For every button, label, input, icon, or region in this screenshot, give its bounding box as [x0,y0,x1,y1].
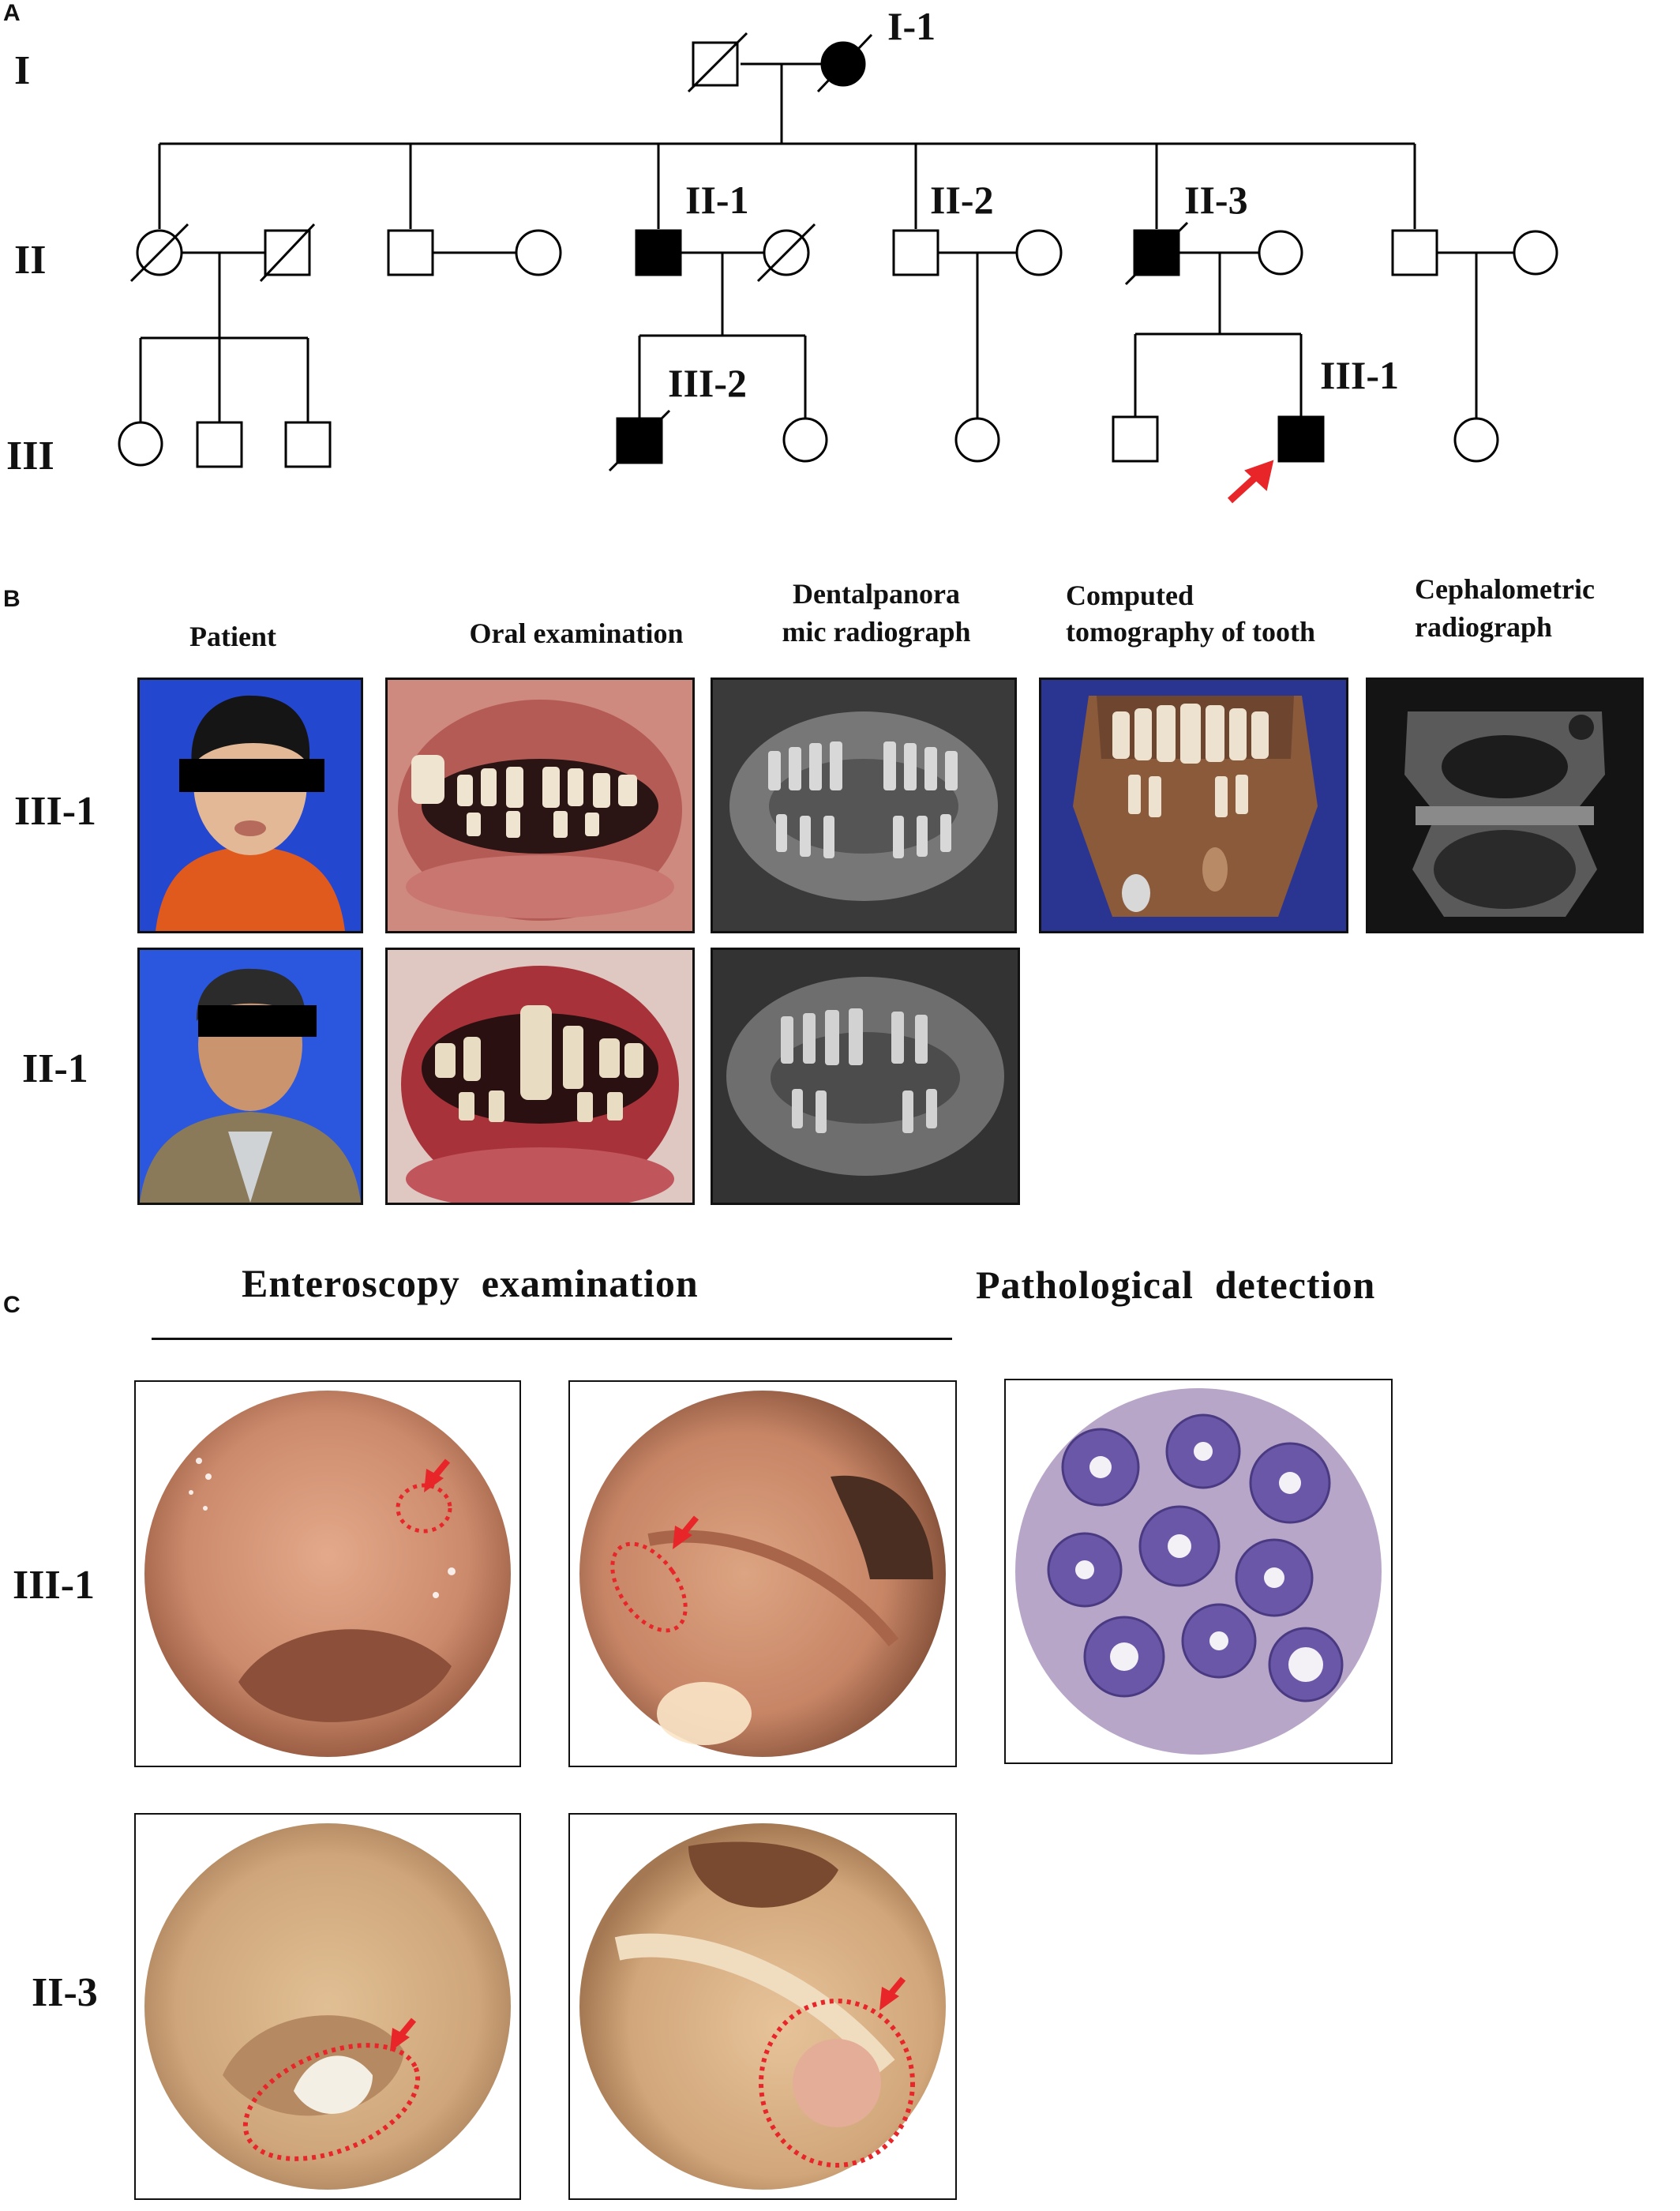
individual-ii3 [1124,221,1189,286]
pedigree-label-iii1: III-1 [1320,353,1400,397]
generation-label-iii: III [6,434,54,479]
generation-label-i: I [14,48,31,93]
pedigree-label-iii2: III-2 [668,361,748,405]
endoscopy-row-label-ii3: II-3 [32,1970,98,2015]
cephalometric-radiograph-iii1 [1366,678,1644,933]
pathology-histology-image [1004,1379,1393,1764]
column-header-ct-2: tomography of tooth [1066,616,1315,648]
individual-i-father [687,32,748,93]
panoramic-radiograph-ii1 [711,948,1020,1205]
panel-a-letter: A [3,0,21,26]
individual-ii-spouse-3 [1513,230,1558,276]
individual-ii2-spouse [1015,229,1063,276]
individual-ii-brother-2 [1391,229,1438,276]
individual-ii-brother-1 [387,229,434,276]
enteroscopy-title: Enteroscopy examination [242,1261,699,1305]
individual-i1-mother [816,33,873,93]
oral-photo-iii1 [385,678,695,933]
individual-iii-child-2 [196,421,243,468]
individual-ii2 [892,229,939,276]
enteroscopy-underline [152,1338,952,1340]
individual-ii-spouse-1 [259,223,316,283]
pedigree-label-ii3: II-3 [1184,178,1248,222]
individual-ii1-spouse [756,223,816,283]
enteroscopy-image-ii3-1 [134,1813,521,2200]
patient-photo-ii1 [137,948,363,1205]
generation-label-ii: II [14,238,47,283]
panel-b-letter: B [3,586,21,612]
pedigree-label-ii1: II-1 [685,178,749,222]
pedigree-label-i1: I-1 [887,4,936,48]
individual-ii-spouse-2 [515,229,562,276]
individual-iii-child-5 [1112,415,1159,463]
individual-ii-sister-1 [129,223,189,283]
oral-photo-ii1 [385,948,695,1205]
endoscopy-row-label-iii1: III-1 [13,1563,96,1608]
panoramic-radiograph-iii1 [711,678,1017,933]
individual-iii-child-4 [954,417,1000,463]
enteroscopy-image-iii1-1 [134,1380,521,1767]
column-header-ceph-1: Cephalometric [1415,573,1595,605]
individual-iii-child-6 [1453,417,1499,463]
individual-iii2-sister [782,417,828,463]
clinical-row-label-iii1: III-1 [14,789,97,834]
pedigree-chart [118,32,1558,504]
pathology-title: Pathological detection [976,1263,1376,1307]
individual-ii1 [635,229,682,276]
individual-iii-child-3 [284,421,332,468]
panel-c-letter: C [3,1292,21,1318]
individual-iii1-proband [1277,415,1325,463]
individual-iii2 [608,409,671,472]
enteroscopy-image-iii1-2 [568,1380,957,1767]
column-header-ceph-2: radiograph [1415,611,1553,643]
pedigree-label-ii2: II-2 [930,178,994,222]
enteroscopy-image-ii3-2 [568,1813,957,2200]
patient-photo-iii1 [137,678,363,933]
individual-iii-child-1 [118,421,163,467]
proband-arrow [1227,460,1274,504]
clinical-row-label-ii1: II-1 [22,1046,88,1091]
column-header-pano-1: Dentalpanora [792,578,960,610]
individual-ii3-spouse [1258,230,1303,276]
column-header-oral: Oral examination [469,618,684,649]
column-header-pano-2: mic radiograph [782,616,971,648]
column-header-patient: Patient [189,621,276,652]
column-header-ct-1: Computed [1066,580,1194,611]
ct-tooth-iii1 [1039,678,1348,933]
